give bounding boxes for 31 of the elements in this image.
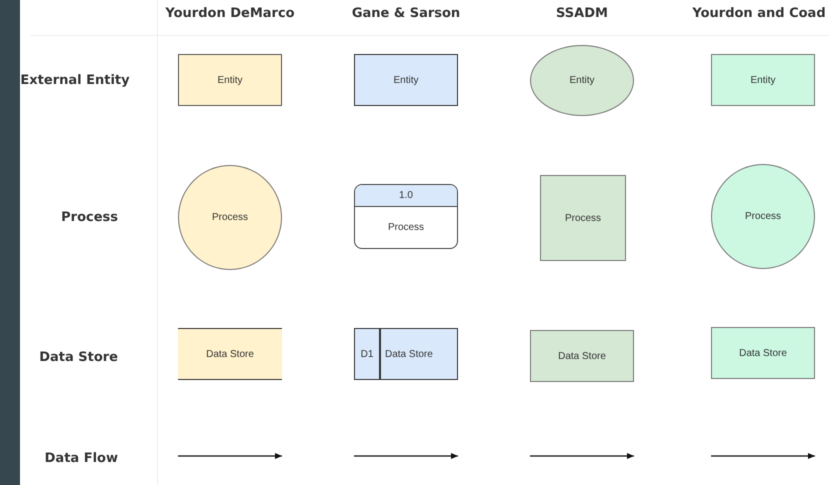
external-entity-rectangle xyxy=(711,54,815,106)
store-id: D1 xyxy=(355,329,381,379)
process-number: 1.0 xyxy=(355,185,457,207)
node-text: Process xyxy=(386,221,426,235)
row-header: External Entity xyxy=(20,72,130,90)
row-header: Process xyxy=(60,209,118,227)
node-text: Process xyxy=(564,212,602,226)
node-text: Process xyxy=(744,210,782,224)
node-text: Entity xyxy=(217,74,242,88)
node-text: Data Store xyxy=(739,346,787,360)
external-entity-rectangle xyxy=(178,54,282,106)
column-header: Yourdon and Coad xyxy=(691,5,827,23)
column-header: SSADM xyxy=(555,5,609,23)
row-header: Data Store xyxy=(38,349,118,367)
node-text: Entity xyxy=(393,74,418,88)
node-text: Data Store xyxy=(384,348,434,362)
process-square xyxy=(540,175,626,261)
row-header: Data Flow xyxy=(44,450,118,468)
node-text: Process xyxy=(212,211,248,225)
node-text: Data Store xyxy=(206,348,254,362)
data-store-shape xyxy=(354,328,458,380)
data-store-shape xyxy=(178,328,282,380)
column-header: Gane & Sarson xyxy=(350,5,462,23)
data-store-shape xyxy=(711,327,815,379)
node-text: Entity xyxy=(569,74,594,88)
process-rounded-box xyxy=(354,184,458,249)
data-store-shape xyxy=(530,330,634,382)
node-text: Data Store xyxy=(558,350,606,364)
external-entity-rectangle xyxy=(354,54,458,106)
column-header: Yourdon DeMarco xyxy=(164,5,296,23)
node-text: Entity xyxy=(750,74,776,88)
